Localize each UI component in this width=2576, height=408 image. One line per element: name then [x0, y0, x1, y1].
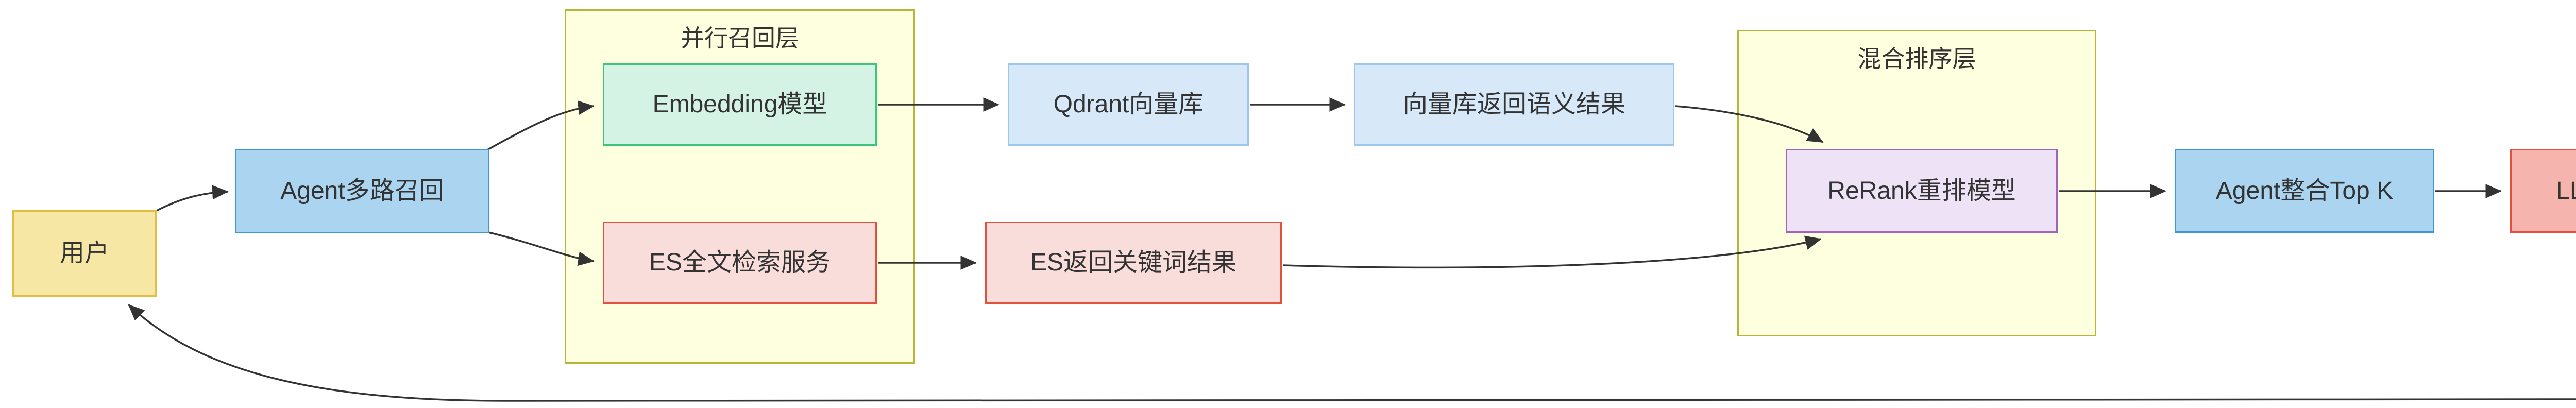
- node-es-keyword-result: ES返回关键词结果: [985, 222, 1282, 304]
- node-embedding-model-label: Embedding模型: [652, 91, 827, 118]
- node-es-keyword-result-label: ES返回关键词结果: [1030, 249, 1237, 277]
- node-agent-merge-topk-label: Agent整合Top K: [2215, 177, 2394, 205]
- node-es-fulltext-service: ES全文检索服务: [603, 222, 877, 304]
- edge-user-to-agent-recall: [155, 185, 229, 212]
- node-embedding-model: Embedding模型: [603, 63, 877, 146]
- node-llm-model-label: LLM大模型: [2556, 177, 2576, 205]
- container-parallel-recall-title: 并行召回层: [681, 25, 799, 52]
- edge-answer-loop-to-user: [128, 304, 2576, 402]
- node-qdrant-vector-db-label: Qdrant向量库: [1053, 91, 1204, 118]
- node-rerank-model: ReRank重排模型: [1786, 149, 2058, 233]
- node-es-fulltext-service-label: ES全文检索服务: [649, 249, 831, 277]
- node-agent-multi-recall-label: Agent多路召回: [280, 177, 444, 205]
- node-vector-semantic-result-label: 向量库返回语义结果: [1402, 91, 1625, 118]
- node-agent-merge-topk: Agent整合Top K: [2175, 149, 2434, 233]
- node-user-label: 用户: [59, 240, 109, 267]
- node-llm-model: LLM大模型: [2510, 149, 2576, 233]
- node-qdrant-vector-db: Qdrant向量库: [1008, 63, 1249, 146]
- container-parallel-recall-layer: 并行召回层: [565, 9, 915, 364]
- container-hybrid-rank-title: 混合排序层: [1857, 45, 1976, 72]
- node-rerank-model-label: ReRank重排模型: [1827, 177, 2016, 205]
- node-user: 用户: [12, 210, 157, 297]
- node-agent-multi-recall: Agent多路召回: [235, 149, 489, 233]
- node-vector-semantic-result: 向量库返回语义结果: [1354, 63, 1674, 146]
